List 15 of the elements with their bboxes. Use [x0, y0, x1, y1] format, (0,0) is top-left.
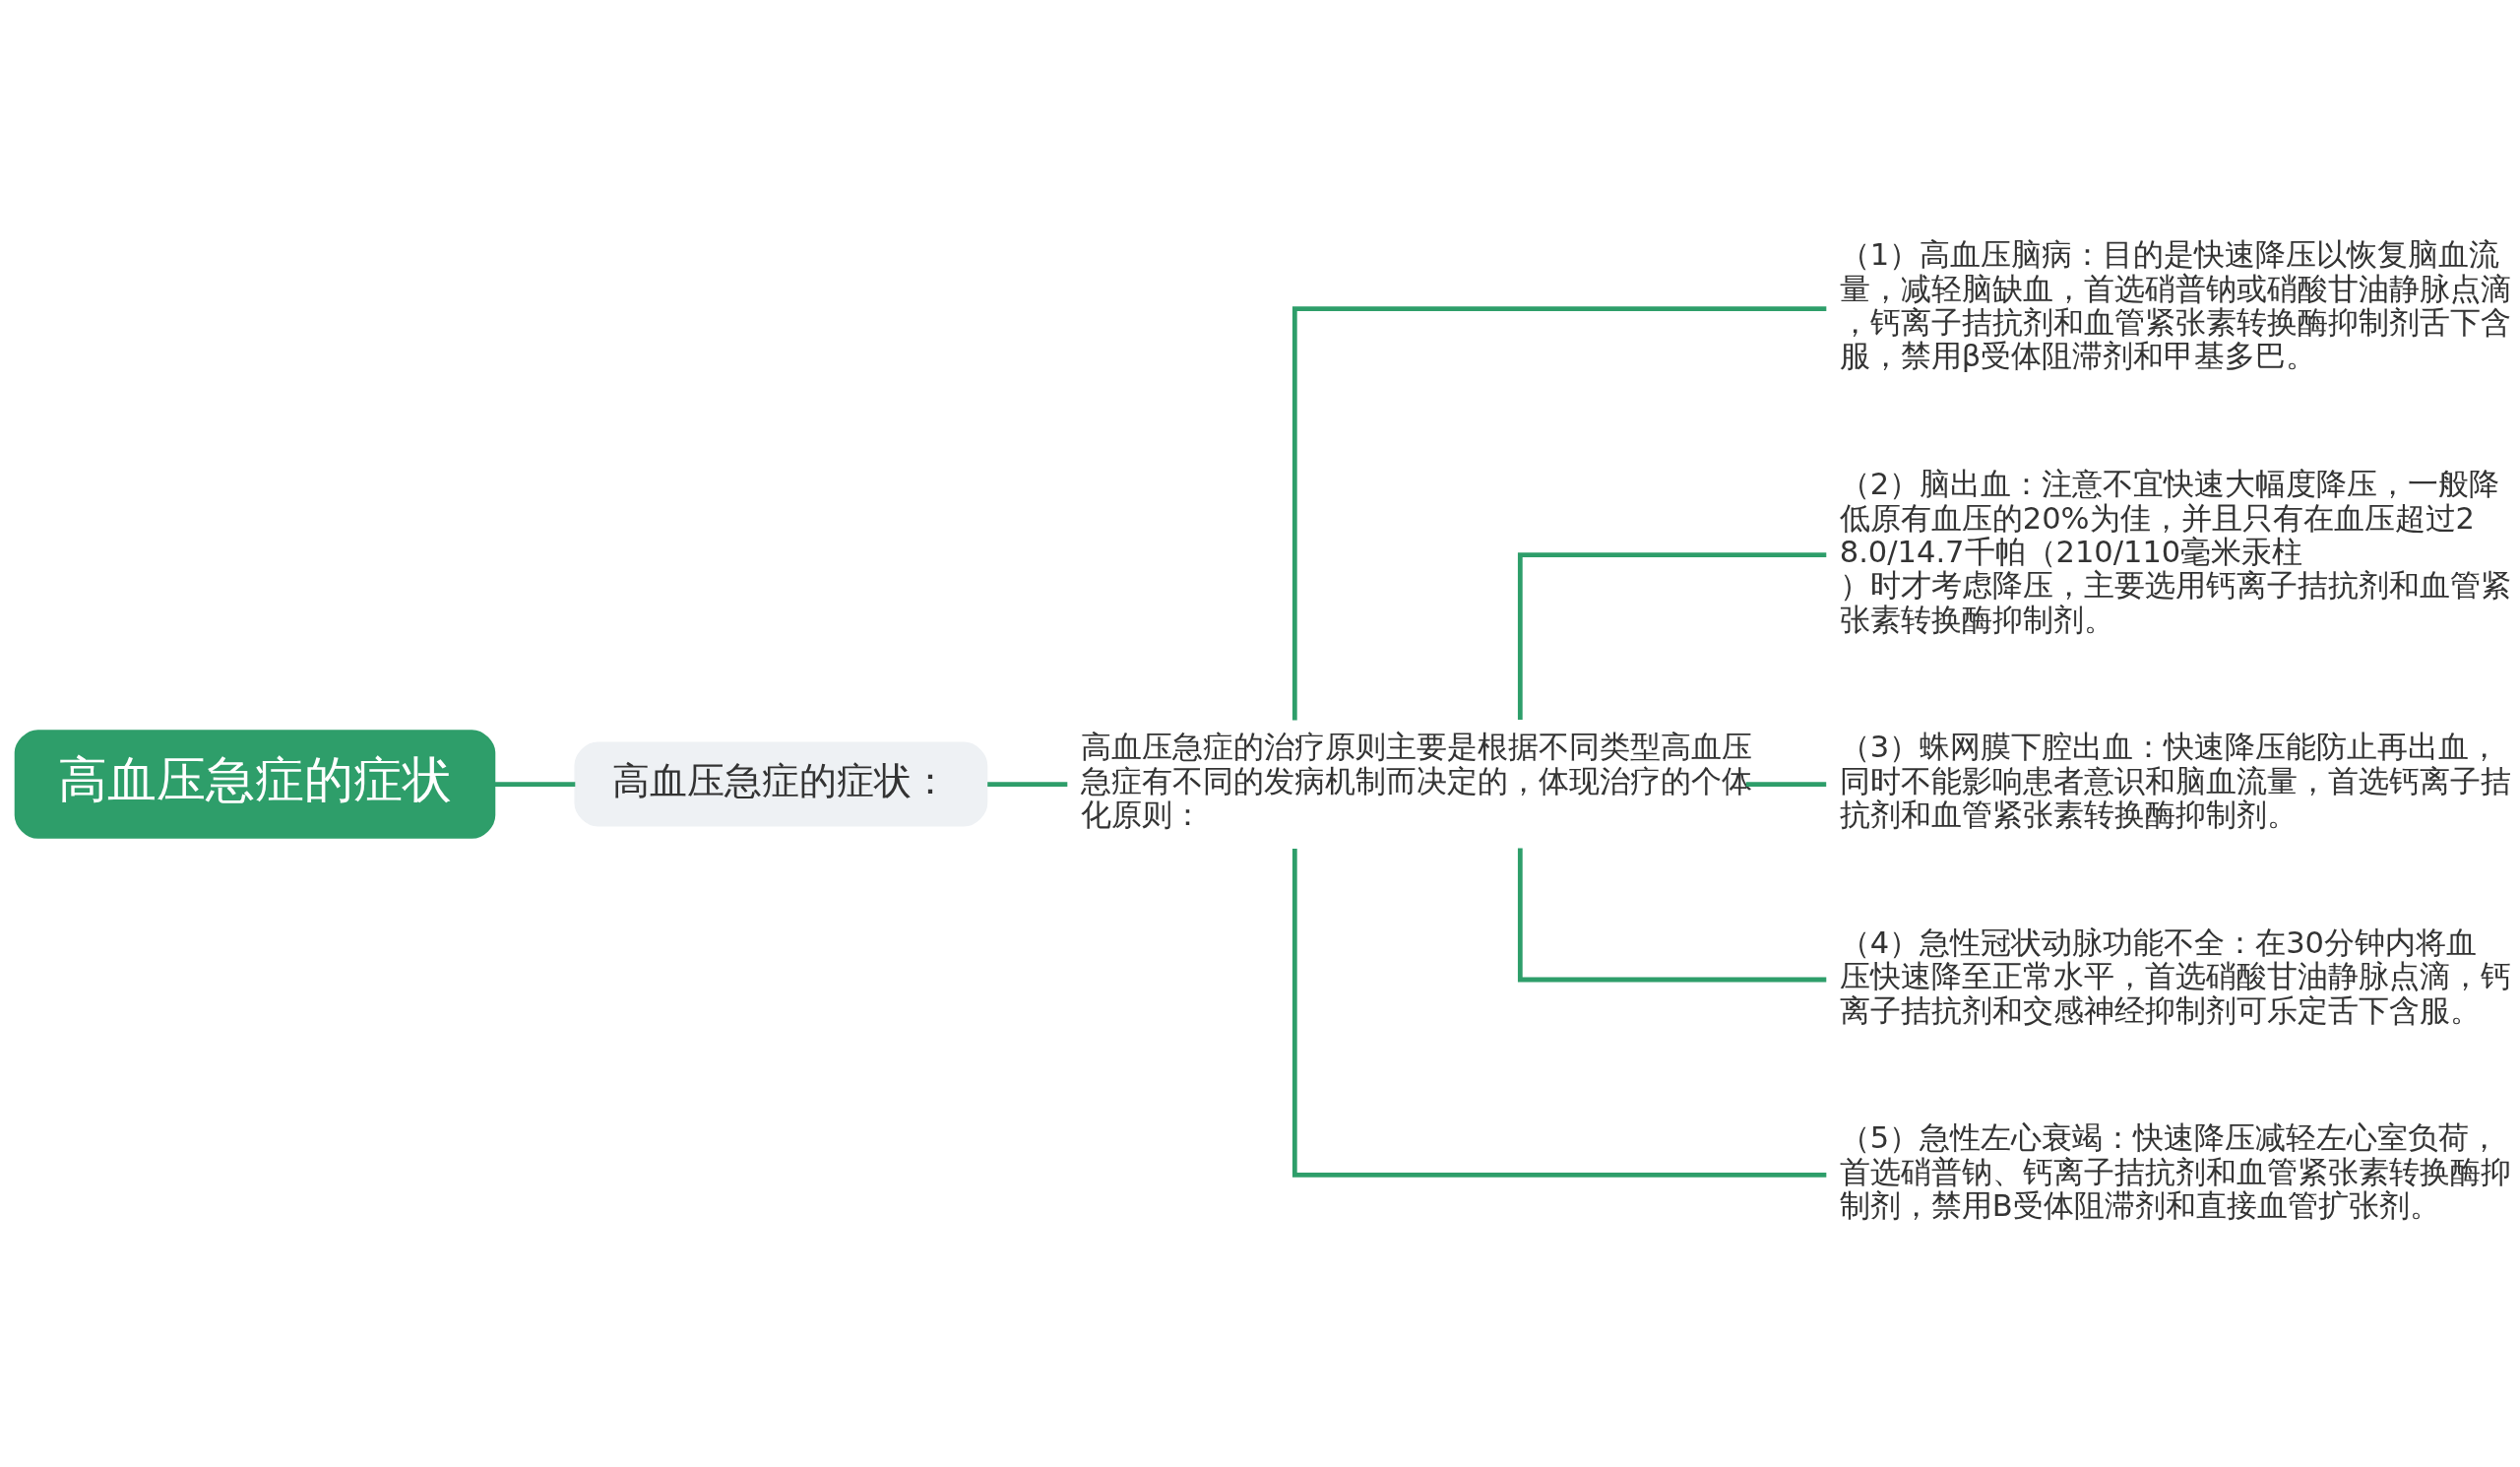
node-text: （1）高血压脑病：目的是快速降压以恢复脑血流量，减轻脑缺血，首选硝普钠或硝酸甘油静脉点滴，钙离子拮抗剂和血管紧张素转换酶抑制剂舌下含服，禁用β受体阻滞剂和甲基多巴。: [1839, 237, 2511, 374]
node-text: （4）急性冠状动脉功能不全：在30分钟内将血压快速降至正常水平，首选硝酸甘油静脉点滴，钙离子拮抗剂和交感神经抑制剂可乐定舌下含服。: [1839, 925, 2511, 1028]
connector: [1517, 848, 1827, 983]
connector: [494, 782, 576, 787]
connector: [987, 782, 1068, 787]
node-box: 高血压急症的症状：: [574, 741, 988, 827]
connector: [1745, 782, 1827, 787]
node-box: 高血压急症的症状: [14, 730, 496, 839]
node-text: 高血压急症的治疗原则主要是根据不同类型高血压急症有不同的发病机制而决定的，体现治疗的个体化原则：: [1080, 730, 1752, 833]
node-text: （5）急性左心衰竭：快速降压减轻左心室负荷，首选硝普钠、钙离子拮抗剂和血管紧张素转换酶抑制剂，禁用B受体阻滞剂和直接血管扩张剂。: [1839, 1120, 2511, 1224]
node-text: （2）脑出血：注意不宜快速大幅度降压，一般降低原有血压的20%为佳，并且只有在血压超过28.0/14.7千帕（210/110毫米汞柱）时才考虑降压，主要选用钙离子拮抗剂和血管紧张素转换酶抑制剂。: [1839, 467, 2511, 637]
connector: [1292, 306, 1827, 721]
connector: [1517, 552, 1827, 721]
node-text: （3）蛛网膜下腔出血：快速降压能防止再出血，同时不能影响患者意识和脑血流量，首选钙离子拮抗剂和血管紧张素转换酶抑制剂。: [1839, 730, 2511, 833]
connector: [1292, 849, 1827, 1178]
